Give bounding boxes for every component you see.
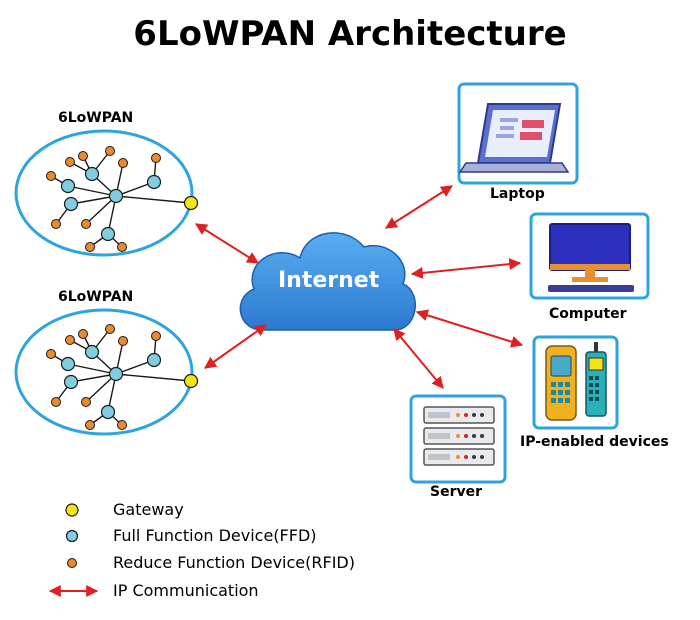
- link-network-2: [204, 324, 267, 369]
- network-1-boundary: [14, 129, 194, 257]
- link-computer: [410, 258, 522, 279]
- link-server: [393, 328, 444, 389]
- legend-symbols: [48, 503, 99, 597]
- legend-ffd-label: Full Function Device(FFD): [113, 526, 317, 545]
- network-1-label: 6LoWPAN: [58, 110, 134, 126]
- laptop-device: [457, 82, 579, 185]
- legend-rfd-label: Reduce Function Device(RFID): [113, 553, 355, 572]
- ip-devices: [532, 335, 619, 430]
- computer-device: [529, 212, 650, 300]
- network-2-boundary: [14, 308, 194, 436]
- computer-icon: [548, 223, 634, 292]
- legend-gateway-icon: [65, 503, 79, 517]
- internet-label: Internet: [278, 268, 380, 293]
- laptop-label: Laptop: [490, 186, 545, 202]
- computer-label: Computer: [549, 306, 627, 322]
- network-1: [14, 129, 199, 257]
- mobile-icon: [585, 342, 607, 417]
- link-network-1: [194, 223, 260, 264]
- phone-icon: [545, 345, 577, 421]
- link-laptop: [384, 185, 454, 229]
- network-1-nodes: [45, 145, 199, 253]
- ip-devices-label: IP-enabled devices: [520, 434, 669, 450]
- network-2-label: 6LoWPAN: [58, 289, 134, 305]
- server-icon: [423, 406, 495, 466]
- internet-cloud-icon: [239, 232, 417, 331]
- link-ip-devices: [415, 309, 524, 348]
- network-2: [14, 308, 199, 436]
- legend-gateway-label: Gateway: [113, 500, 184, 519]
- laptop-icon: [458, 103, 570, 173]
- ip-links: [194, 185, 524, 389]
- legend-ip-label: IP Communication: [113, 581, 259, 600]
- server-device: [409, 394, 507, 484]
- legend-rfd-icon: [67, 558, 77, 568]
- network-2-nodes: [45, 323, 199, 431]
- page-title: 6LoWPAN Architecture: [133, 14, 567, 54]
- legend-ffd-icon: [65, 529, 79, 543]
- server-label: Server: [430, 484, 483, 500]
